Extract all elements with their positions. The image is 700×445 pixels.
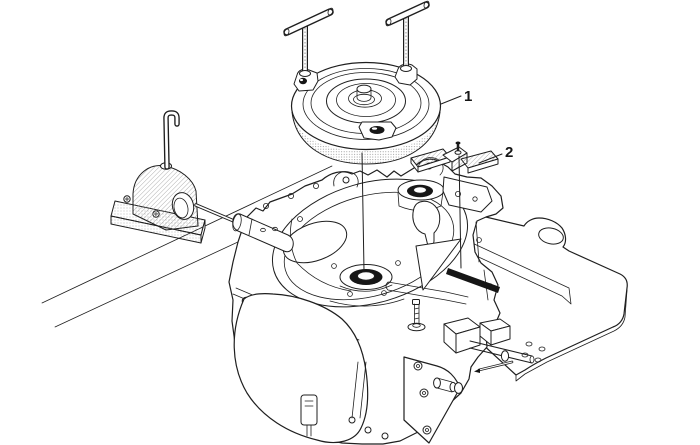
clamp-pin-tip	[474, 368, 480, 373]
clamp-rod-collar	[500, 350, 510, 362]
case-inner-arc	[289, 218, 352, 292]
plate-edge-thickness	[515, 289, 628, 382]
callout-2-leader	[478, 153, 503, 164]
callout-1-label: 1	[464, 88, 472, 105]
guide-pin-left	[283, 7, 334, 77]
converter-retainer-bracket	[410, 141, 499, 174]
axle-seal-boss	[397, 179, 445, 211]
converter-rim-band	[292, 112, 440, 164]
bell-housing-rim-inner	[283, 191, 455, 301]
support-beam	[385, 281, 469, 305]
lug-hole	[299, 77, 307, 85]
clamp-blocks	[443, 317, 535, 373]
guide-pin-nut	[400, 65, 412, 72]
bracket-centerline	[458, 155, 462, 269]
callout-1-leader	[440, 95, 462, 105]
pan-connector	[300, 394, 318, 426]
saddle-bore-inner	[173, 197, 189, 219]
governor-funnel	[412, 200, 441, 246]
extension-shaft	[232, 213, 294, 253]
converter-hub	[353, 84, 375, 106]
converter-ring	[302, 68, 430, 140]
converter-centerline	[361, 152, 365, 272]
shaft-hole	[260, 227, 266, 233]
bell-housing-rim	[271, 178, 469, 308]
pedestal-base-end	[200, 219, 206, 244]
retaining-hook-pin-highlight	[164, 111, 179, 169]
mount-bracket	[403, 356, 463, 444]
shaft-hole	[272, 226, 278, 232]
oil-pan	[233, 293, 369, 444]
plate-step-shadow	[446, 268, 500, 293]
guide-pin-nut	[299, 70, 311, 77]
clamp-rod-end	[529, 355, 535, 364]
pedestal-bolt	[123, 195, 131, 203]
front-lug-slot	[369, 126, 385, 134]
callout-2-label: 2	[505, 144, 513, 161]
lift-ear-left	[333, 171, 359, 188]
bell-housing-opening	[282, 220, 348, 264]
converter-seal	[331, 260, 401, 297]
fixture-triangle-plate	[415, 238, 462, 291]
case-rib	[351, 361, 367, 419]
holding-fixture-pedestal	[110, 110, 243, 244]
guide-pin-right	[385, 0, 430, 72]
torque-converter	[290, 61, 442, 165]
saddle-bore	[171, 192, 195, 220]
pump-deck	[442, 176, 493, 213]
shaft-body	[232, 213, 294, 253]
transaxle-assembly	[228, 157, 504, 445]
callouts: 1 2	[361, 88, 513, 272]
pedestal-bolt-center	[125, 197, 129, 201]
plate-step-lines	[469, 241, 572, 305]
mount-stud	[407, 299, 426, 332]
clamp-pin-highlight	[478, 361, 513, 371]
shaft-collar	[248, 218, 253, 236]
bracket-bolt	[433, 377, 463, 394]
case-inner-arc	[329, 298, 405, 307]
plate-lift-hole	[538, 227, 564, 245]
guide-pins	[283, 0, 430, 77]
shaft-end-cap	[232, 213, 242, 232]
